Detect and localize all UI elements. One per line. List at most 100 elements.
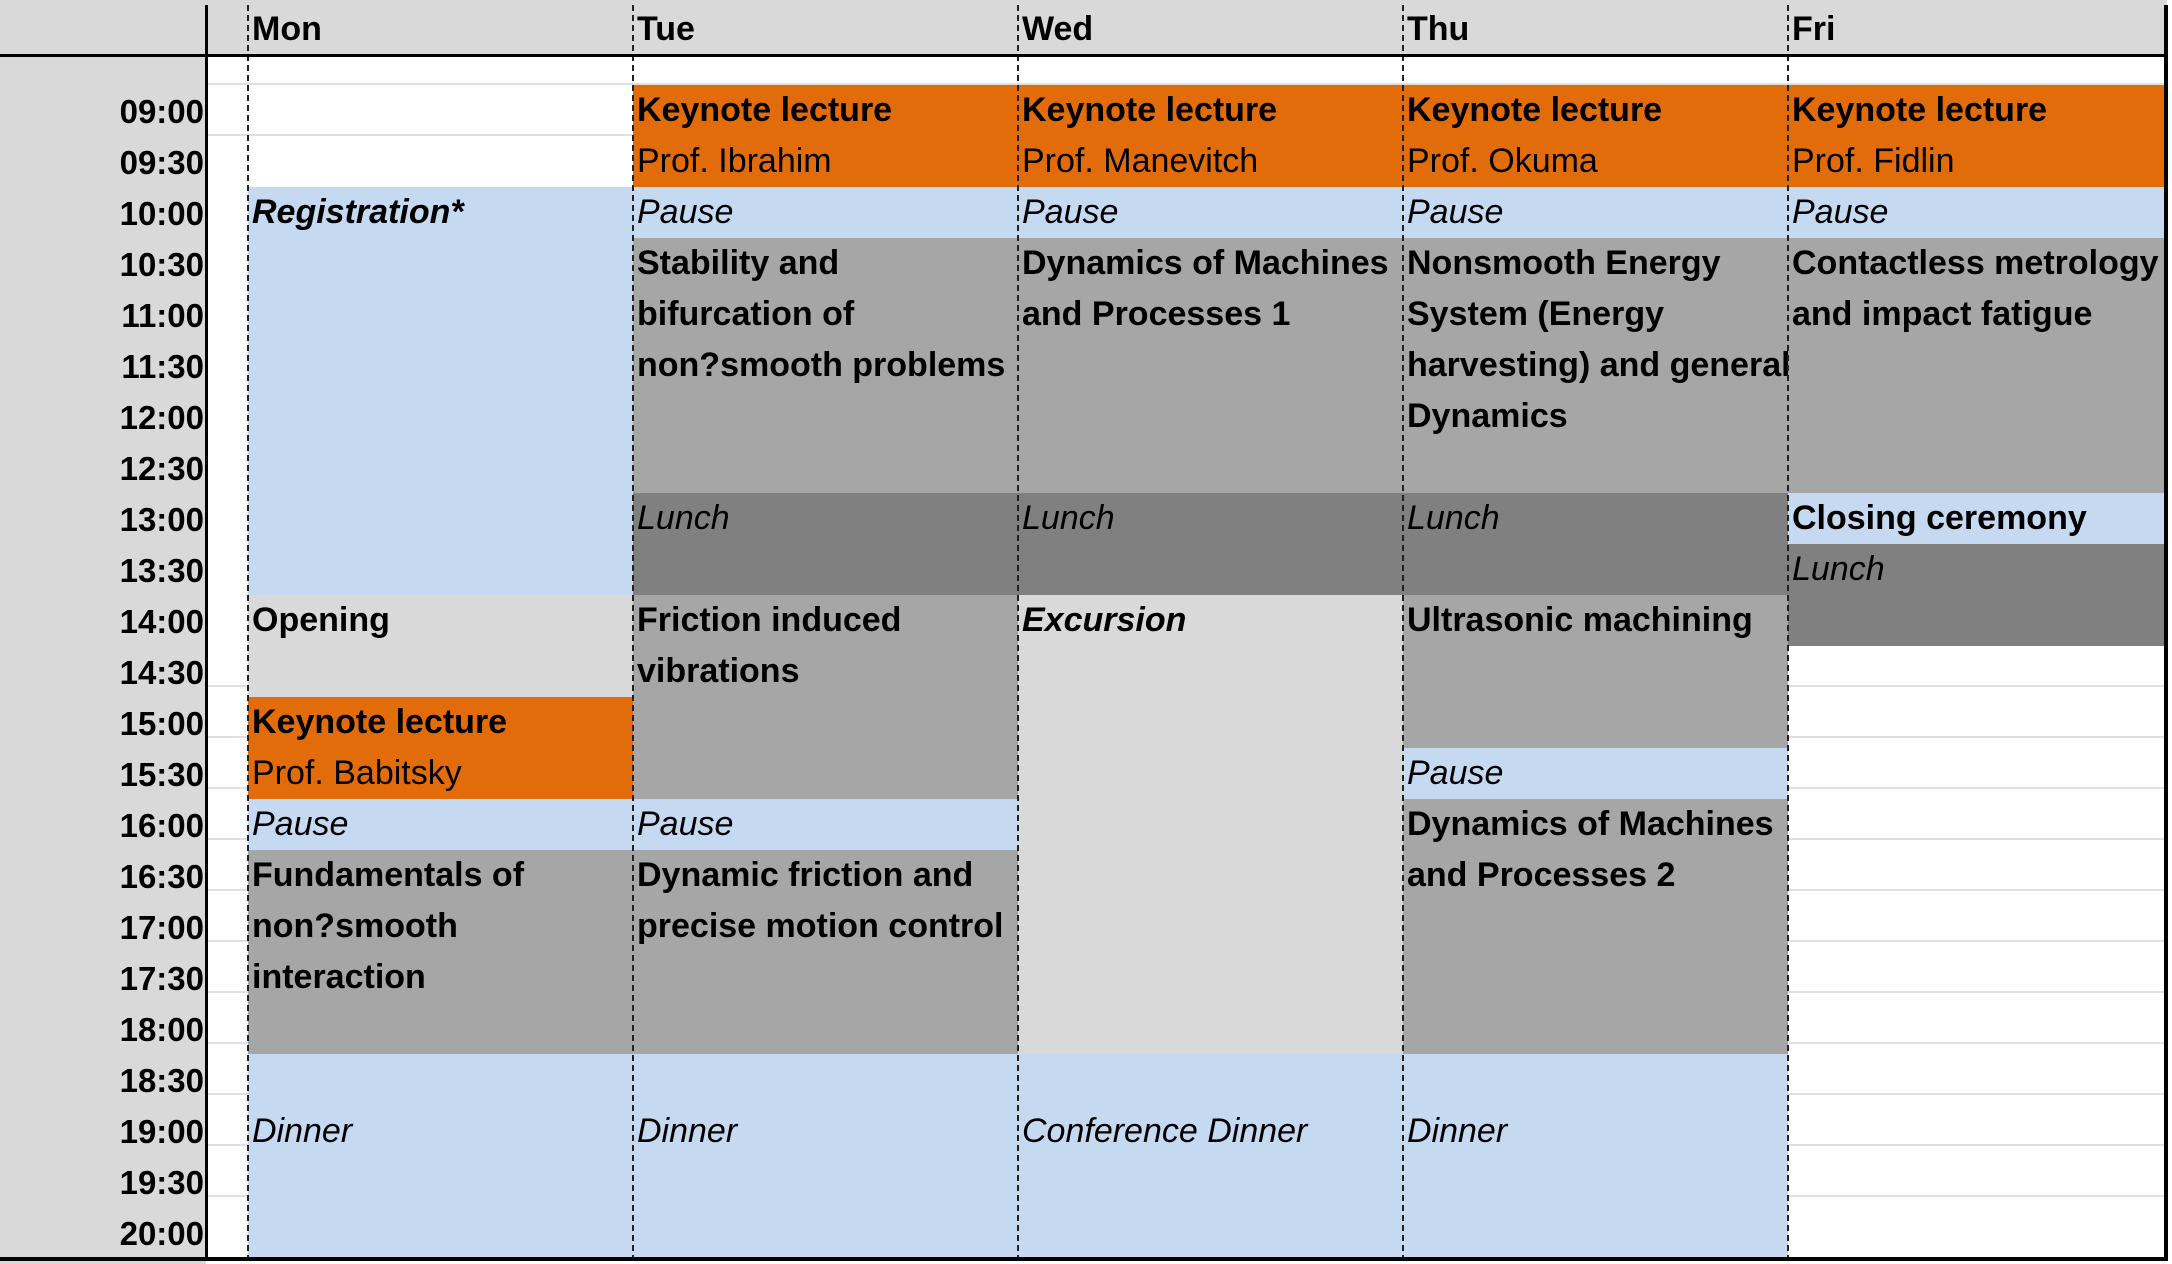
session-title-line: harvesting) and general [1407, 346, 1788, 384]
session-fri-closing: Closing ceremony [1788, 493, 2166, 544]
time-label: 15:30 [119, 756, 204, 793]
session-title: Dinner [637, 1112, 738, 1150]
keynote-title: Keynote lecture [637, 91, 893, 129]
session-title-line: interaction [252, 958, 426, 996]
time-column-border [205, 5, 208, 1261]
time-label: 19:00 [119, 1113, 204, 1150]
session-title-line: vibrations [637, 652, 800, 690]
time-label: 09:00 [119, 93, 204, 130]
session-title-line: Fundamentals of [252, 856, 525, 894]
session-mon-keynote: Keynote lecture Prof. Babitsky [248, 697, 633, 799]
keynote-title: Keynote lecture [1407, 91, 1663, 129]
time-label: 11:00 [121, 297, 204, 334]
session-tue-stability: Stability and bifurcation of non?smooth … [633, 238, 1018, 493]
time-label: 14:30 [119, 654, 204, 691]
time-label: 18:00 [119, 1011, 204, 1048]
session-mon-fundamentals: Fundamentals of non?smooth interaction [248, 850, 633, 1054]
time-label: 17:30 [119, 960, 204, 997]
session-thu-pause-pm: Pause [1403, 748, 1788, 799]
session-title: Pause [1792, 193, 1889, 231]
session-thu-keynote: Keynote lecture Prof. Okuma [1403, 85, 1788, 187]
time-label: 16:30 [119, 858, 204, 895]
session-title-line: Stability and [637, 244, 840, 282]
session-title-line: and impact fatigue [1792, 295, 2093, 333]
session-title-line: non?smooth problems [637, 346, 1006, 384]
session-title-line: Dynamic friction and [637, 856, 974, 894]
time-label: 20:00 [119, 1215, 204, 1252]
session-title: Registration* [252, 193, 464, 231]
session-tue-pause-pm: Pause [633, 799, 1018, 850]
day-header-mon: Mon [252, 10, 322, 48]
session-title-line: Nonsmooth Energy [1407, 244, 1721, 282]
session-tue-pause-am: Pause [633, 187, 1018, 238]
time-label: 12:30 [119, 450, 204, 487]
time-label: 14:00 [119, 603, 204, 640]
keynote-speaker: Prof. Babitsky [252, 754, 462, 792]
column-divider [1402, 5, 1404, 1261]
session-title: Lunch [1407, 499, 1500, 537]
session-thu-ultrasonic: Ultrasonic machining [1403, 595, 1788, 748]
session-title-line: non?smooth [252, 907, 458, 945]
session-title-line: Dynamics of Machines [1407, 805, 1774, 843]
session-title: Pause [252, 805, 349, 843]
session-mon-registration: Registration* [248, 187, 633, 595]
session-thu-nonsmooth: Nonsmooth Energy System (Energy harvesti… [1403, 238, 1788, 493]
day-header-wed: Wed [1022, 10, 1094, 48]
session-title: Pause [1407, 754, 1504, 792]
column-divider [1787, 5, 1789, 1261]
time-label: 19:30 [119, 1164, 204, 1201]
time-column [0, 56, 206, 1264]
day-header-fri: Fri [1792, 10, 1836, 48]
column-divider [1017, 5, 1019, 1261]
session-title-line: Dynamics of Machines [1022, 244, 1389, 282]
header-border [0, 54, 2167, 57]
session-wed-lunch: Lunch [1018, 493, 1403, 595]
session-title-line: Contactless metrology [1792, 244, 2159, 282]
session-fri-contactless: Contactless metrology and impact fatigue [1788, 238, 2166, 493]
session-thu-pause-am: Pause [1403, 187, 1788, 238]
session-mon-opening: Opening [248, 595, 633, 697]
session-title-line: Dynamics [1407, 397, 1568, 435]
session-mon-dinner: Dinner [248, 1054, 633, 1258]
session-wed-dynamics: Dynamics of Machines and Processes 1 [1018, 238, 1403, 493]
session-title: Opening [252, 601, 390, 639]
time-label: 18:30 [119, 1062, 204, 1099]
session-wed-excursion: Excursion [1018, 595, 1403, 1054]
column-divider [247, 5, 249, 1261]
session-title: Closing ceremony [1792, 499, 2087, 537]
session-title: Lunch [637, 499, 730, 537]
session-title: Pause [637, 805, 734, 843]
session-title: Lunch [1792, 550, 1885, 588]
session-wed-pause: Pause [1018, 187, 1403, 238]
time-label: 15:00 [119, 705, 204, 742]
session-fri-keynote: Keynote lecture Prof. Fidlin [1788, 85, 2166, 187]
session-tue-friction: Friction induced vibrations [633, 595, 1018, 799]
keynote-title: Keynote lecture [1022, 91, 1278, 129]
session-title: Conference Dinner [1022, 1112, 1308, 1150]
session-title: Pause [1407, 193, 1504, 231]
time-label: 10:30 [119, 246, 204, 283]
keynote-speaker: Prof. Manevitch [1022, 142, 1259, 180]
session-title: Dinner [1407, 1112, 1508, 1150]
session-thu-dinner: Dinner [1403, 1054, 1788, 1258]
session-title: Dinner [252, 1112, 353, 1150]
session-title-line: bifurcation of [637, 295, 855, 333]
session-tue-dynamic-friction: Dynamic friction and precise motion cont… [633, 850, 1018, 1054]
session-title-line: and Processes 2 [1407, 856, 1676, 894]
time-label: 13:00 [119, 501, 204, 538]
time-label: 12:00 [119, 399, 204, 436]
session-title: Ultrasonic machining [1407, 601, 1753, 639]
session-tue-keynote: Keynote lecture Prof. Ibrahim [633, 85, 1018, 187]
session-wed-dinner: Conference Dinner [1018, 1054, 1403, 1258]
session-title: Lunch [1022, 499, 1115, 537]
session-title: Pause [637, 193, 734, 231]
session-title-line: and Processes 1 [1022, 295, 1291, 333]
time-label: 17:00 [119, 909, 204, 946]
session-tue-dinner: Dinner [633, 1054, 1018, 1258]
time-label: 16:00 [119, 807, 204, 844]
time-label: 11:30 [121, 348, 204, 385]
keynote-speaker: Prof. Fidlin [1792, 142, 1955, 180]
session-thu-dynamics: Dynamics of Machines and Processes 2 [1403, 799, 1788, 1054]
time-label: 10:00 [119, 195, 204, 232]
day-header-tue: Tue [637, 10, 695, 48]
